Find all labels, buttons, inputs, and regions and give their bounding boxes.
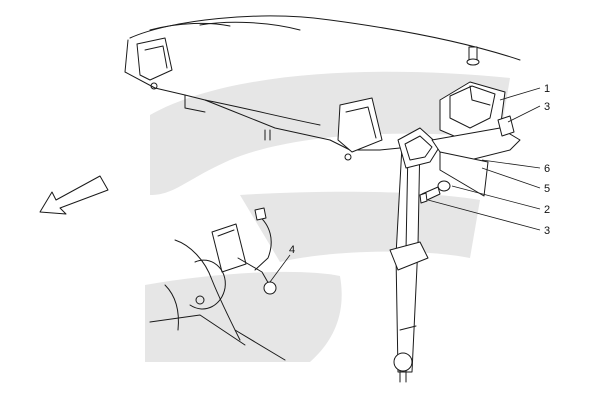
seat-outline [149, 239, 286, 361]
callout-2: 2 [544, 204, 550, 216]
parcel-shelf [124, 15, 521, 161]
anchor-bolt-and-washer [419, 180, 451, 204]
leader-lines [269, 87, 541, 283]
callout-4: 4 [289, 244, 295, 256]
retractor-assembly [431, 46, 521, 197]
callout-3-upper: 3 [544, 101, 550, 113]
seat-belt-webbing [389, 127, 441, 383]
callout-1: 1 [544, 83, 550, 95]
callout-5: 5 [544, 183, 550, 195]
seat-belt-buckle [211, 207, 277, 295]
callout-labels: 1 3 6 5 2 3 4 [289, 83, 550, 256]
callout-3-lower: 3 [544, 225, 550, 237]
direction-arrow-icon [39, 175, 109, 215]
callout-6: 6 [544, 163, 550, 175]
